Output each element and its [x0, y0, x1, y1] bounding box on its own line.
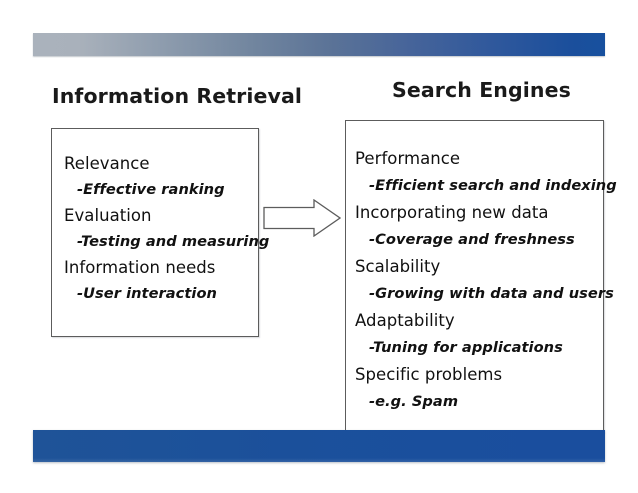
list-item: Scalability: [355, 257, 441, 276]
bottom-gradient-bar: [33, 430, 605, 462]
list-item: -Coverage and freshness: [369, 231, 575, 248]
list-item: -Efficient search and indexing: [369, 177, 617, 194]
information-retrieval-box: Relevance -Effective ranking Evaluation …: [51, 128, 270, 337]
list-item: Evaluation: [64, 206, 152, 225]
page-title-search-engines: Search Engines: [392, 78, 571, 102]
list-item: -Tuning for applications: [369, 339, 563, 356]
top-gradient-bar: [33, 33, 605, 56]
list-item: Specific problems: [355, 365, 503, 384]
list-item: -User interaction: [77, 285, 217, 302]
list-item: Incorporating new data: [355, 203, 549, 222]
right-arrow-icon: [263, 199, 341, 237]
search-engines-box: Performance -Efficient search and indexi…: [345, 120, 617, 433]
page-title-information-retrieval: Information Retrieval: [52, 84, 303, 108]
list-item: -e.g. Spam: [369, 393, 459, 410]
list-item: -Effective ranking: [77, 181, 225, 198]
list-item: Information needs: [64, 258, 216, 277]
list-item: -Growing with data and users: [369, 285, 614, 302]
list-item: -Testing and measuring: [77, 233, 270, 250]
list-item: Adaptability: [355, 311, 455, 330]
list-item: Performance: [355, 149, 461, 168]
list-item: Relevance: [64, 154, 150, 173]
